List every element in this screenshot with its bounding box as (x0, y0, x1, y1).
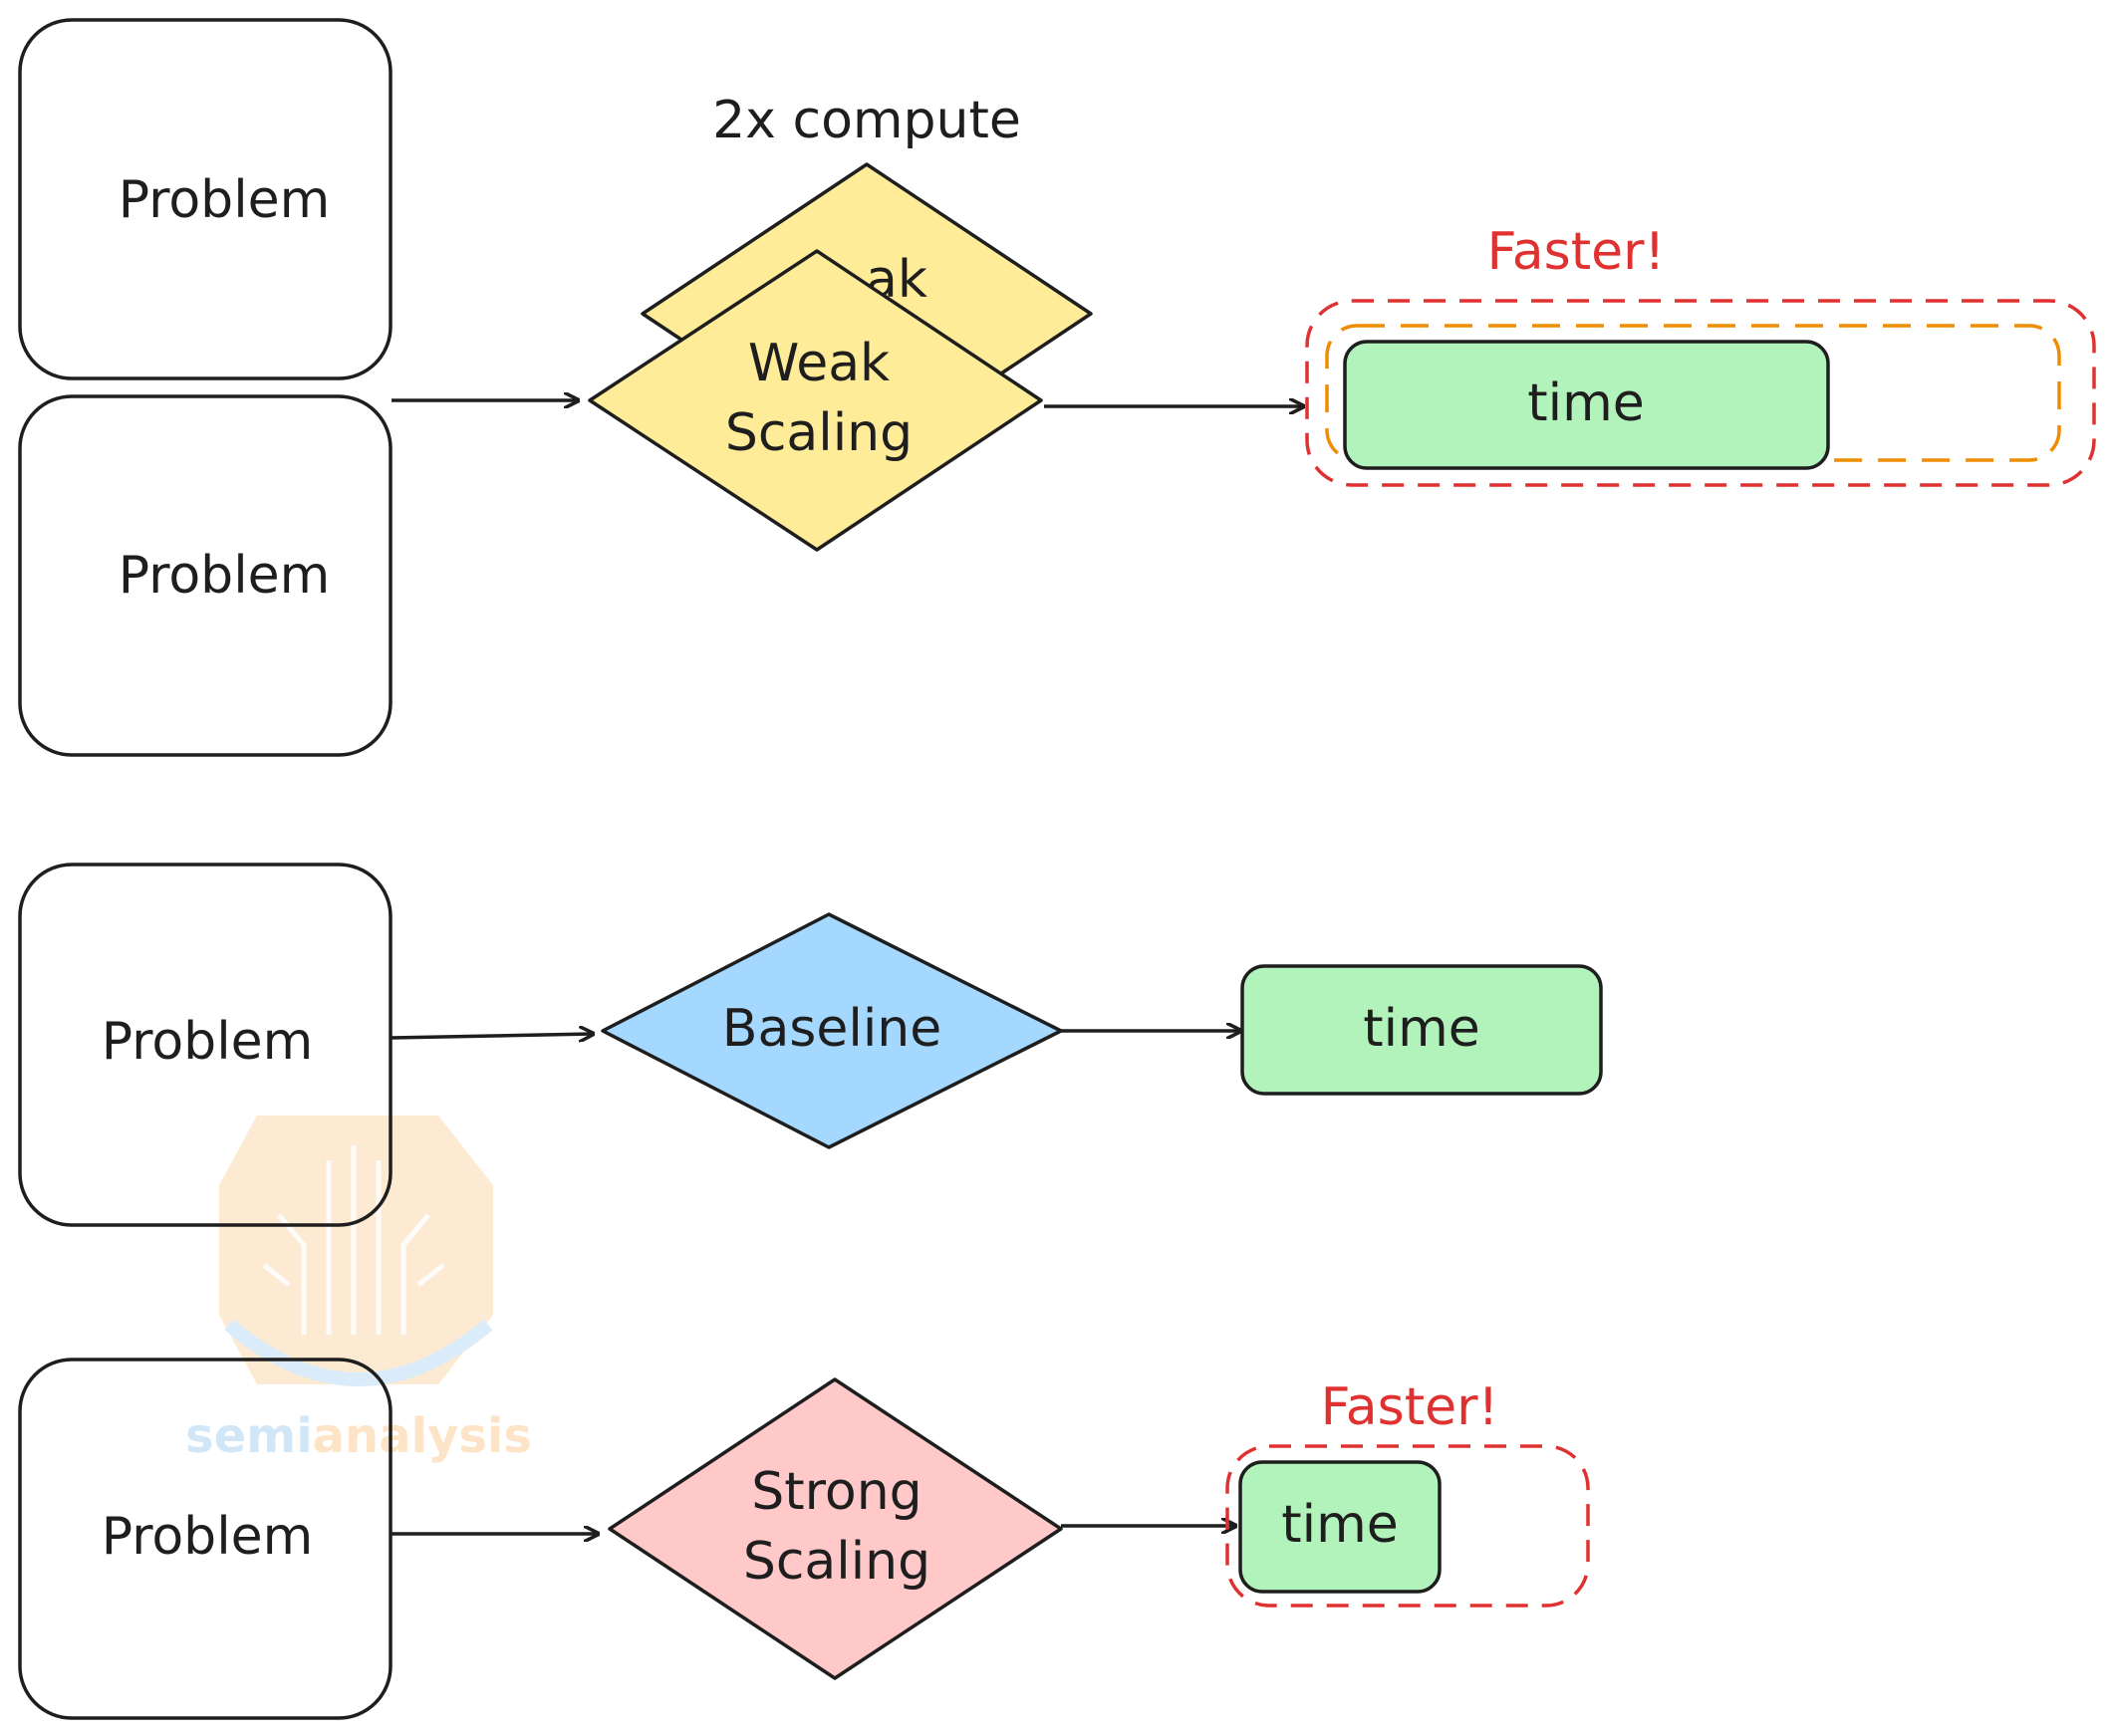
baseline-diamond (601, 912, 1063, 1149)
faster-label-weak: Faster! (1487, 222, 1666, 282)
problem-box-weak-top (18, 18, 393, 380)
faster-outline-strong (1225, 1444, 1590, 1608)
problem-label-strong: Problem (102, 1507, 314, 1567)
time-label-strong: time (1281, 1495, 1398, 1555)
time-box-strong (1238, 1460, 1442, 1594)
problem-label-baseline: Problem (102, 1012, 314, 1072)
time-box-weak (1343, 340, 1830, 470)
problem-label-weak-top: Problem (119, 170, 331, 230)
compute-annotation: 2x compute (712, 91, 1021, 150)
time-label-baseline: time (1363, 999, 1479, 1059)
strong-scaling-diamond (608, 1377, 1063, 1680)
weak-scaling-label-line1: Weak (748, 334, 890, 393)
watermark-text-analysis: analysis (313, 1408, 532, 1464)
problem-box-strong (18, 1358, 393, 1720)
strong-scaling-label-line1: Strong (751, 1462, 922, 1522)
problem-box-baseline (18, 863, 393, 1227)
problem-box-weak-bottom (18, 394, 393, 757)
strong-scaling-label-line2: Scaling (743, 1532, 930, 1592)
arrow-problem-to-baseline (391, 1034, 593, 1038)
watermark-logo: semianalysis (185, 1116, 532, 1464)
orange-outline-weak (1325, 324, 2061, 462)
watermark-text-semi: semi (185, 1408, 313, 1464)
time-label-weak: time (1527, 373, 1644, 433)
time-box-baseline (1240, 964, 1603, 1096)
weak-scaling-diamond (588, 249, 1043, 552)
baseline-label: Baseline (722, 999, 941, 1059)
faster-label-strong: Faster! (1321, 1377, 1499, 1437)
problem-label-weak-bottom: Problem (119, 546, 331, 606)
weak-scaling-label-line2: Scaling (725, 403, 913, 463)
svg-text:semianalysis: semianalysis (185, 1408, 532, 1464)
